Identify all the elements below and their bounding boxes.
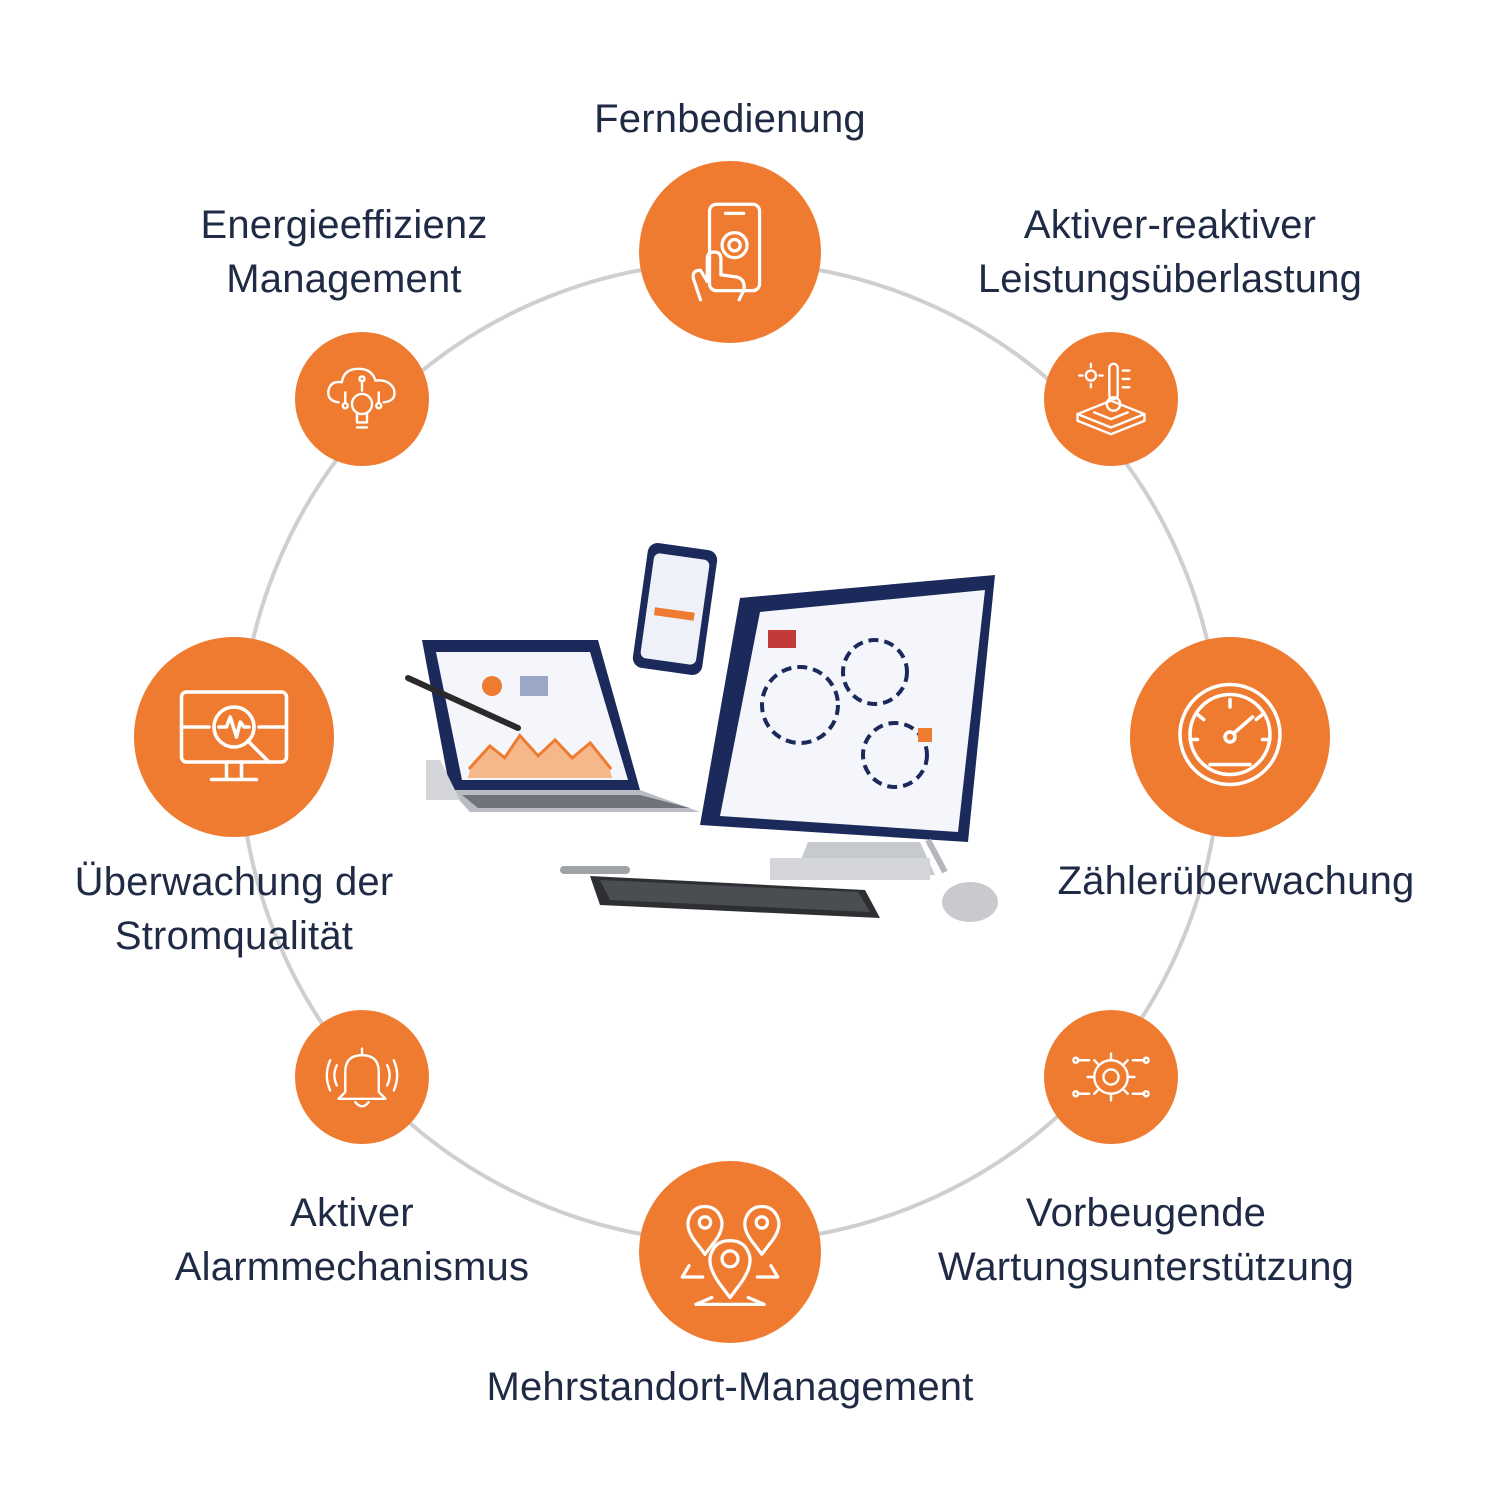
feature-badge-circle [639, 161, 821, 343]
phone-device [632, 543, 718, 675]
alarm-bell-icon [325, 1047, 399, 1108]
feature-badge-circle [1044, 1010, 1178, 1144]
feature-label-line: Management [226, 257, 462, 301]
feature-label-line: Energieeffizienz [200, 203, 488, 247]
feature-badge-wartung [1044, 1010, 1178, 1144]
feature-label-mehrstandort: Mehrstandort-Management [486, 1360, 973, 1414]
feature-label-line: Vorbeugende [1025, 1191, 1267, 1235]
feature-badge-mehrstandort [639, 1161, 821, 1343]
feature-label-line: Alarmmechanismus [174, 1245, 530, 1289]
touch-phone-icon [691, 202, 762, 302]
keyboard-device [560, 866, 880, 918]
devices-illustration [405, 543, 998, 922]
feature-badge-circle [295, 1010, 429, 1144]
feature-badge-circle [295, 332, 429, 466]
feature-label-line: Stromqualität [114, 914, 354, 958]
feature-label-line: Aktiver [290, 1191, 414, 1235]
feature-label-line: Aktiver-reaktiver [1023, 203, 1317, 247]
feature-label-line: Wartungsunterstützung [937, 1245, 1355, 1289]
monitor-analysis-icon [179, 690, 289, 782]
feature-label-fernbedienung: Fernbedienung [594, 92, 866, 146]
feature-label-zaehler: Zählerüberwachung [1058, 854, 1415, 908]
feature-badge-fernbedienung [639, 161, 821, 343]
feature-badge-alarm [295, 1010, 429, 1144]
feature-badge-zaehler [1130, 637, 1330, 837]
monitor-device [700, 575, 995, 880]
feature-badge-energie [295, 332, 429, 466]
cloud-bulb-icon [327, 367, 396, 429]
speedometer-icon [1178, 682, 1282, 787]
feature-badge-stromqualitaet [134, 637, 334, 837]
feature-label-line: Überwachung der [74, 860, 394, 904]
gear-circuit-icon [1072, 1052, 1150, 1102]
feature-label-line: Zählerüberwachung [1057, 859, 1415, 903]
feature-label-line: Leistungsüberlastung [977, 257, 1363, 301]
feature-label-line: Mehrstandort-Management [486, 1365, 974, 1409]
feature-badge-circle [134, 637, 334, 837]
feature-label-line: Fernbedienung [594, 97, 866, 141]
feature-badge-circle [1130, 637, 1330, 837]
location-pins-icon [680, 1204, 781, 1306]
mouse-device [942, 882, 998, 922]
feature-badge-leistung [1044, 332, 1178, 466]
tablet-device [405, 640, 700, 812]
temperature-overload-icon [1076, 362, 1146, 436]
